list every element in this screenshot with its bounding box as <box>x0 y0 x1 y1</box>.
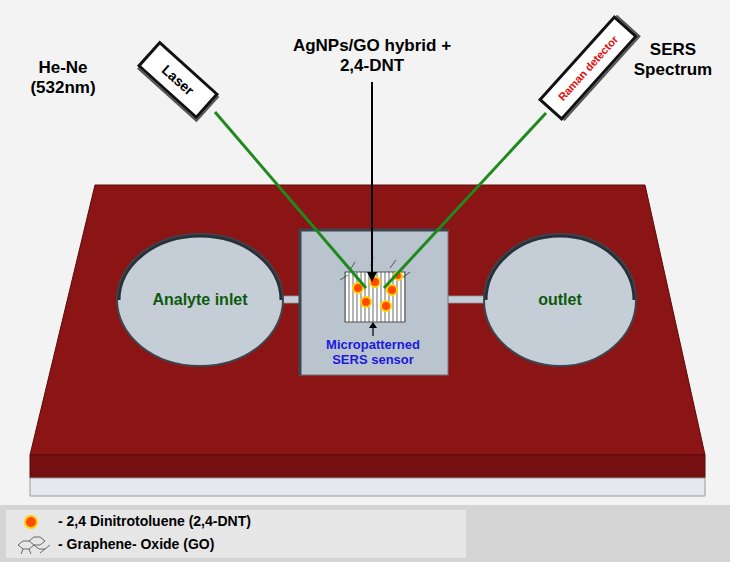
source-label: He-Ne (532nm) <box>18 58 108 97</box>
outlet-well: outlet <box>482 232 638 368</box>
legend-text: - 2,4 Dinitrotoluene (2,4-DNT) <box>58 513 251 529</box>
sensor-label: Micropatterned SERS sensor <box>313 338 433 368</box>
node-text: outlet <box>538 291 582 309</box>
legend-text: - Graphene- Oxide (GO) <box>58 536 214 552</box>
hybrid-label: AgNPs/GO hybrid + 2,4-DNT <box>282 36 462 75</box>
inlet-well: Analyte inlet <box>115 232 285 368</box>
node-text: Analyte inlet <box>152 291 247 309</box>
output-label: SERS Spectrum <box>625 40 721 79</box>
